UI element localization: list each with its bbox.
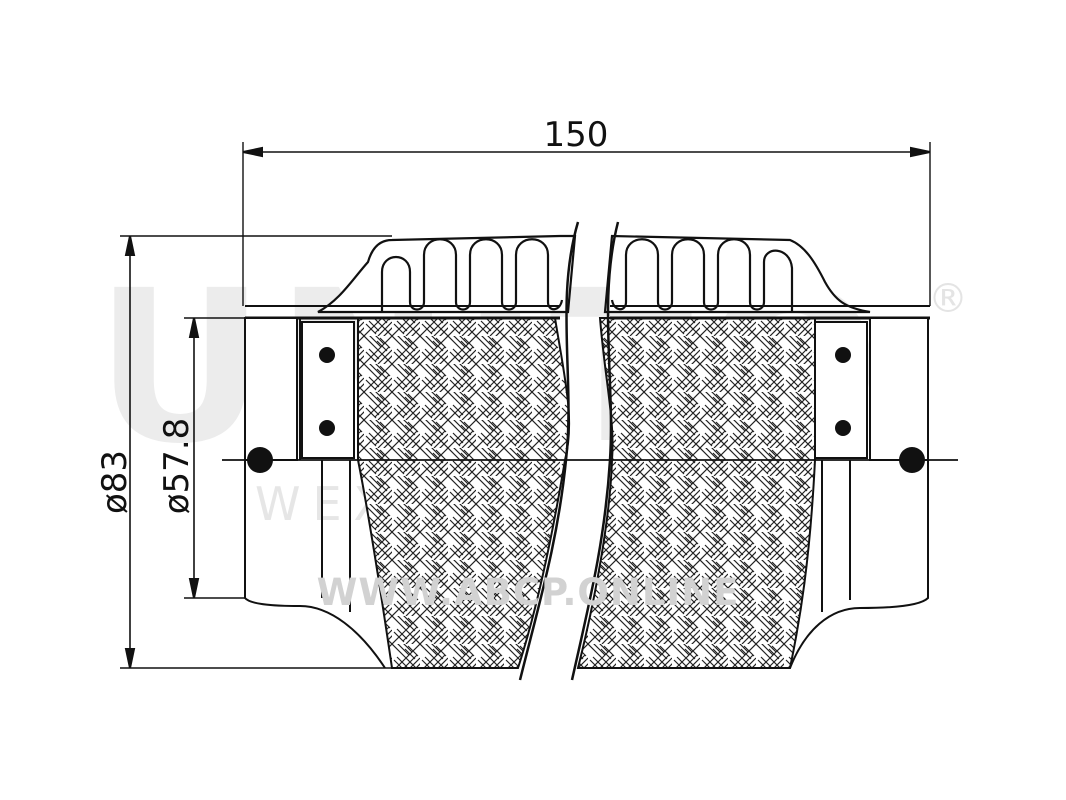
rivet-left-top (319, 347, 335, 363)
rivet-right-top (835, 347, 851, 363)
watermark-url: WWW.ABCP.ONLINE (317, 571, 740, 614)
pipe-drawing (120, 142, 958, 681)
dim-inner-diameter-label: ø57.8 (157, 418, 197, 515)
rivet-right-mid (835, 420, 851, 436)
dim-id-arrow-bottom (188, 578, 200, 599)
dim-outer-diameter-label: ø83 (95, 450, 135, 514)
dim-length-arrow-right (910, 146, 931, 158)
rivet-right-large (899, 447, 925, 473)
end-pipe-left (244, 317, 298, 461)
dim-id-arrow-top (188, 317, 200, 338)
collar-right (814, 321, 868, 459)
end-pipe-right-lower (789, 460, 929, 669)
end-pipe-left-lower (244, 460, 386, 669)
rivet-left-mid (319, 420, 335, 436)
rivet-left-large (247, 447, 273, 473)
watermark-registered: ® (928, 276, 968, 322)
collar-left (301, 321, 355, 459)
end-pipe-right (869, 317, 929, 461)
dim-od-arrow-top (124, 235, 136, 256)
dim-length-label: 150 (544, 115, 609, 155)
dim-length-arrow-left (242, 146, 263, 158)
dim-od-arrow-bottom (124, 648, 136, 669)
braided-mesh-right (576, 317, 816, 669)
rivets (247, 347, 925, 473)
